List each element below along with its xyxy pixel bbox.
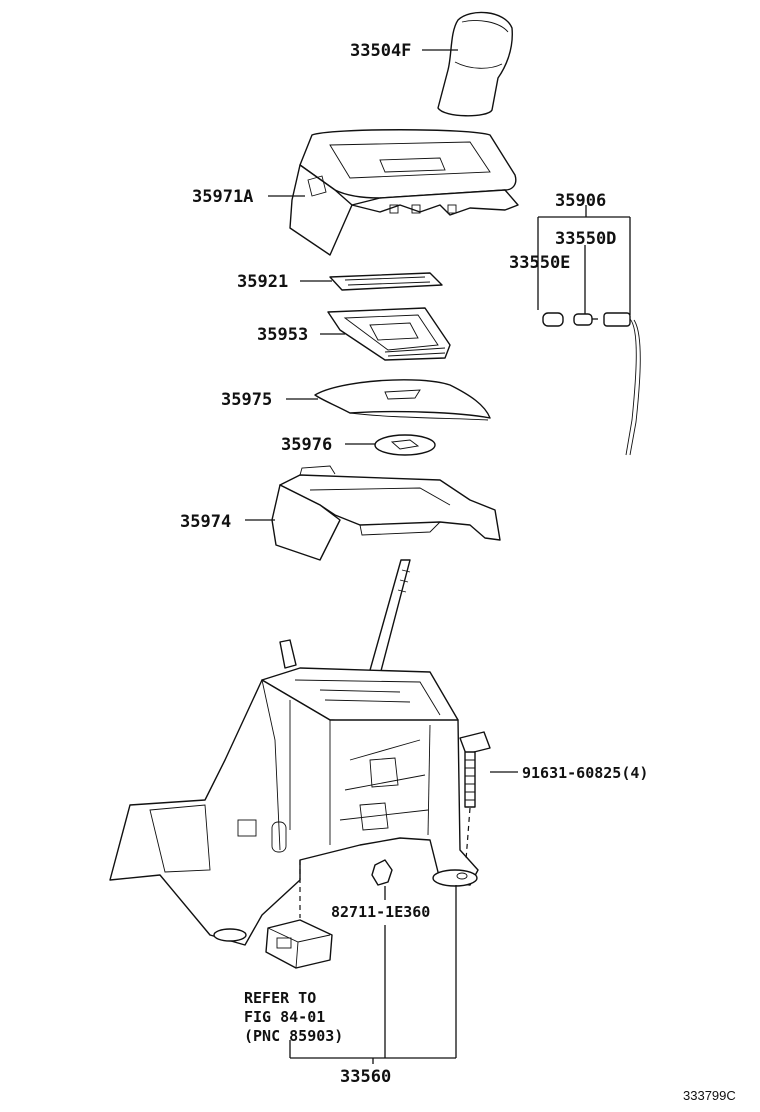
label-slide-plate: 35975 <box>221 390 272 410</box>
clip <box>371 859 393 900</box>
module <box>265 860 333 969</box>
lower-cover <box>271 465 501 561</box>
shift-knob <box>437 11 513 117</box>
figure-code: 333799C <box>683 1088 736 1103</box>
label-pad: 35976 <box>281 435 332 455</box>
label-knob: 33504F <box>350 41 411 61</box>
label-bulb-d: 33550D <box>555 229 616 249</box>
label-indicator-housing: 35953 <box>257 325 308 345</box>
label-bolt: 91631-60825(4) <box>522 764 648 782</box>
label-assembly: 33560 <box>340 1067 391 1087</box>
bolt <box>459 731 518 861</box>
indicator-sheet <box>329 272 443 291</box>
ref-line-3: (PNC 85903) <box>244 1027 343 1045</box>
label-clip: 82711-1E360 <box>331 903 430 921</box>
label-bulb-e: 33550E <box>509 253 570 273</box>
label-bulb-group: 35906 <box>555 191 606 211</box>
assembly-bracket <box>289 885 457 1064</box>
label-lower-cover: 35974 <box>180 512 231 532</box>
indicator-housing <box>327 307 451 361</box>
ref-line-1: REFER TO <box>244 989 316 1007</box>
ref-line-2: FIG 84-01 <box>244 1008 325 1026</box>
bulb-group <box>537 205 641 456</box>
pad <box>374 434 436 456</box>
slide-plate <box>314 379 491 421</box>
upper-cover <box>289 129 519 256</box>
shift-lever-assembly <box>109 559 479 946</box>
label-upper-cover: 35971A <box>192 187 253 207</box>
label-indicator-sheet: 35921 <box>237 272 288 292</box>
